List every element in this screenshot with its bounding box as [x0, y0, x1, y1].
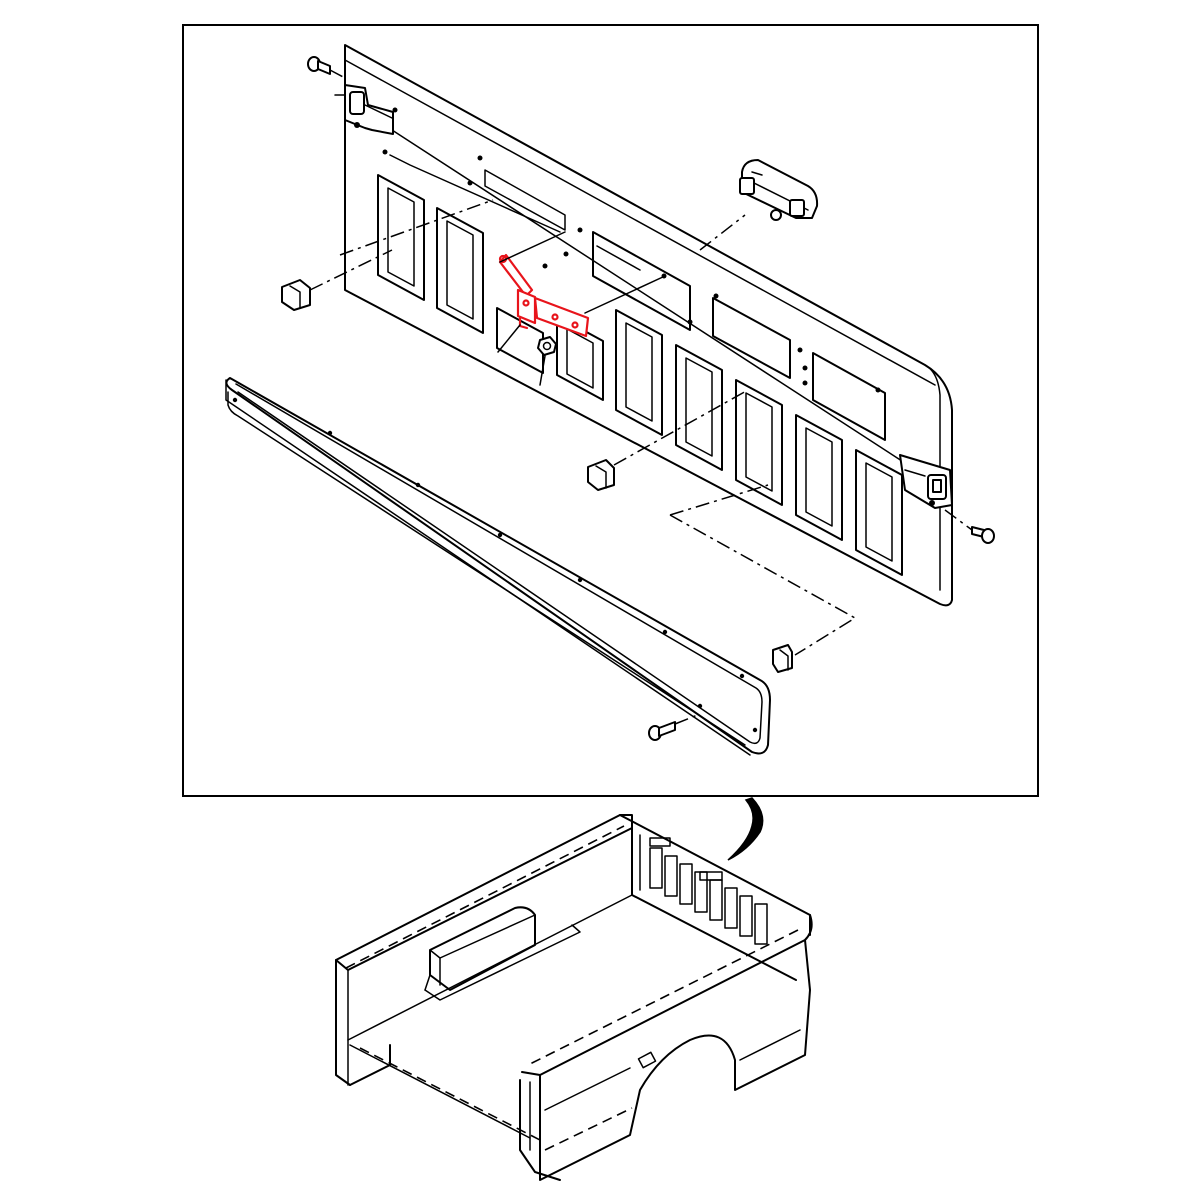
- panel-clip[interactable]: [772, 644, 793, 673]
- lever-bracket[interactable]: [498, 253, 590, 338]
- left-latch[interactable]: [334, 84, 394, 135]
- detail-frame: [182, 24, 1039, 797]
- screw-right[interactable]: [944, 509, 995, 544]
- trim-holes: [232, 397, 758, 733]
- right-latch[interactable]: [899, 454, 953, 509]
- screw-top-left[interactable]: [307, 56, 346, 79]
- rod-clip-center[interactable]: [587, 389, 749, 491]
- screw-trim[interactable]: [648, 713, 701, 741]
- tailgate-panel[interactable]: [344, 44, 953, 607]
- nut[interactable]: [537, 336, 557, 386]
- detail-callout-arc: [727, 797, 764, 861]
- headboard-slats: [649, 837, 768, 945]
- handle-assembly[interactable]: [699, 159, 819, 251]
- truck-bed[interactable]: [335, 814, 813, 1181]
- upper-rod[interactable]: [389, 154, 561, 233]
- lower-trim-panel[interactable]: [225, 377, 771, 756]
- tailgate-lower-pockets: [377, 174, 903, 576]
- rod-clip-left[interactable]: [281, 249, 393, 311]
- latch-rod[interactable]: [391, 129, 906, 464]
